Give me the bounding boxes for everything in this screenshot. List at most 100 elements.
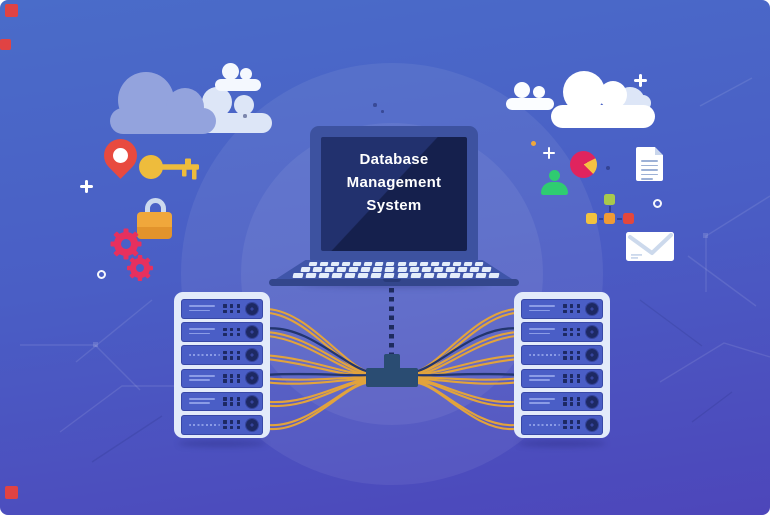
port-dot — [223, 425, 227, 430]
location-pin-icon — [97, 132, 144, 179]
server-indicator-line — [189, 398, 215, 400]
server-unit — [181, 391, 263, 412]
server-unit — [521, 299, 603, 319]
hub-stem — [384, 354, 400, 370]
keyboard-row — [300, 267, 492, 272]
server-ports-icon — [223, 304, 241, 314]
server-indicator-line — [529, 402, 550, 405]
server-ports-icon — [563, 350, 581, 360]
server-ports-icon — [563, 373, 581, 383]
keyboard-key — [410, 273, 422, 278]
port-dot — [569, 327, 574, 332]
laptop-screen — [321, 137, 467, 251]
screen-title-line: System — [366, 197, 422, 214]
port-dot — [223, 397, 227, 401]
server-ports-icon — [223, 373, 241, 383]
keyboard-key — [488, 273, 500, 278]
port-dot — [569, 379, 574, 383]
server-knob-icon — [586, 418, 598, 431]
keyboard-key — [408, 261, 418, 266]
padlock-icon — [137, 212, 172, 239]
port-dot — [569, 332, 574, 337]
port-dot — [563, 420, 567, 424]
port-dot — [569, 397, 574, 401]
corner-square-icon — [5, 486, 18, 499]
keyboard-key — [348, 267, 359, 272]
keyboard-key — [352, 261, 362, 266]
port-dot — [576, 350, 581, 355]
keyboard-key — [330, 261, 340, 266]
document-line — [641, 164, 658, 167]
person-body-icon — [541, 182, 568, 195]
server-knob-icon — [586, 325, 598, 338]
port-dot — [563, 350, 567, 355]
keyboard-key — [336, 267, 347, 272]
port-dot — [563, 425, 567, 430]
server-unit — [181, 415, 263, 435]
port-dot — [569, 309, 574, 314]
keyboard-key — [308, 261, 318, 266]
keyboard-key — [449, 273, 461, 278]
server-ports-icon — [223, 420, 241, 430]
port-dot — [229, 402, 234, 406]
keyboard-key — [419, 261, 429, 266]
keyboard-key — [360, 267, 371, 272]
screen-title-line: Management — [346, 174, 442, 191]
dot-icon — [531, 141, 536, 146]
port-dot — [563, 402, 567, 406]
server-rack-right — [514, 292, 610, 438]
server-indicator-line — [529, 398, 555, 400]
server-rack-left — [174, 292, 270, 438]
keyboard-key — [331, 273, 343, 278]
port-dot — [229, 379, 234, 383]
port-dot — [576, 332, 581, 337]
server-unit — [181, 368, 263, 389]
port-dot — [576, 379, 581, 383]
server-ports-icon — [223, 350, 241, 360]
cloud-icon — [506, 82, 554, 110]
port-dot — [229, 397, 234, 401]
keyboard-key — [384, 267, 395, 272]
keyboard-key — [436, 273, 448, 278]
port-dot — [229, 355, 234, 360]
port-dot — [569, 304, 574, 308]
server-knob-icon — [246, 395, 258, 408]
server-indicator-line — [189, 353, 220, 357]
port-dot — [223, 332, 227, 337]
dot-icon — [243, 114, 247, 118]
server-unit — [181, 345, 263, 365]
cloud-icon — [215, 63, 261, 91]
server-ports-icon — [563, 420, 581, 430]
corner-square-icon — [5, 4, 18, 17]
server-indicator-line — [189, 305, 215, 307]
port-dot — [569, 425, 574, 430]
server-unit — [181, 299, 263, 319]
port-dot — [563, 332, 567, 337]
keyboard-key — [370, 273, 382, 278]
port-dot — [236, 420, 241, 424]
dot-icon — [606, 166, 610, 170]
port-dot — [576, 327, 581, 332]
port-dot — [229, 373, 234, 378]
cloud-icon — [110, 72, 216, 134]
square-red-icon — [623, 213, 634, 224]
port-dot — [569, 373, 574, 378]
port-dot — [223, 309, 227, 314]
square-green-icon — [604, 194, 615, 205]
port-dot — [569, 420, 574, 424]
dot-icon — [381, 110, 384, 113]
keyboard-key — [357, 273, 369, 278]
port-dot — [236, 379, 241, 383]
port-dot — [563, 327, 567, 332]
server-unit — [521, 415, 603, 435]
keyboard-key — [474, 261, 484, 266]
server-unit — [521, 391, 603, 412]
server-unit — [521, 322, 603, 342]
port-dot — [223, 379, 227, 383]
server-indicator-line — [529, 379, 550, 381]
server-knob-icon — [586, 349, 598, 362]
keyboard-key — [445, 267, 456, 272]
keyboard-key — [441, 261, 451, 266]
server-ports-icon — [223, 397, 241, 406]
